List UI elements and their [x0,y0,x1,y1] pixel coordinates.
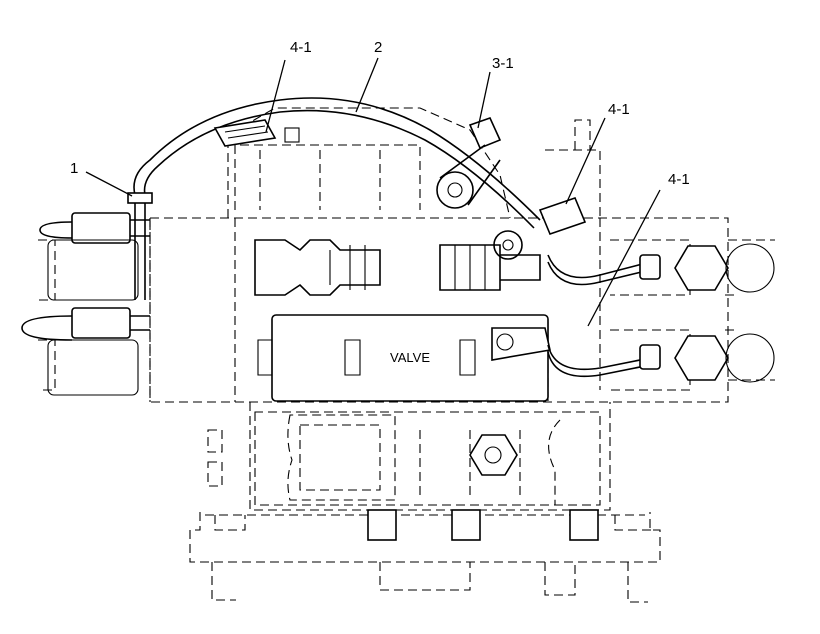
callout-4-1-right: 4-1 [608,101,630,118]
leader-lines [85,57,661,327]
solid-components [21,97,775,541]
valve-label: VALVE [390,350,430,365]
callout-labels: 1 2 3-1 4-1 4-1 4-1 VALVE [70,39,690,365]
hidden-housings [38,107,775,603]
callout-4-1-lower: 4-1 [668,171,690,188]
callout-3-1: 3-1 [492,55,514,72]
callout-2: 2 [374,39,382,56]
callout-1: 1 [70,160,78,177]
callout-4-1-top: 4-1 [290,39,312,56]
